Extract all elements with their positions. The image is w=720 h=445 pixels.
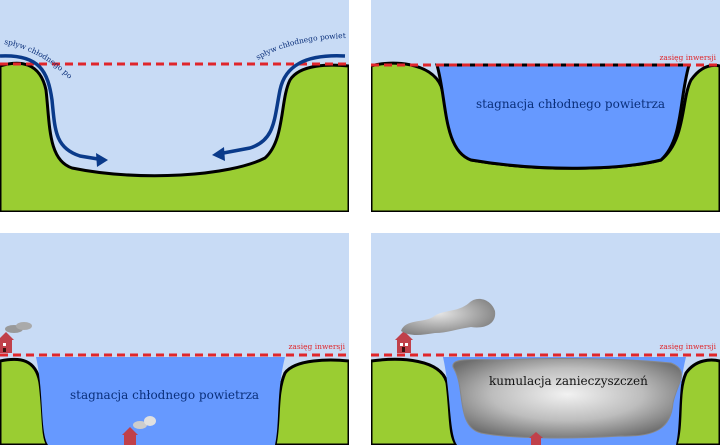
panel-stagnation-houses-figure: zasięg inwersji stagnacja chłodnego powi… [0, 233, 349, 445]
cold-air-pool [36, 357, 285, 445]
panel-cold-air-inflow-figure: spływ chłodnego powietrza spływ chłodneg… [0, 0, 349, 212]
valley-terrain [0, 61, 349, 212]
panel-pollution-accumulation-figure: zasięg inwersji kumulacja zanieczyszczeń [371, 233, 720, 445]
valley-house-icon [529, 432, 543, 445]
valley-house-icon [122, 427, 138, 445]
house-icon [395, 331, 413, 353]
valley-terrain [371, 357, 720, 445]
pollution-label: kumulacja zanieczyszczeń [489, 374, 648, 388]
inversion-label: zasięg inwersji [659, 342, 716, 351]
cold-air-pool [435, 63, 691, 170]
inversion-label: zasięg inwersji [288, 342, 345, 351]
stagnation-label: stagnacja chłodnego powietrza [476, 97, 665, 111]
panel-cold-air-stagnation: zasięg inwersji stagnacja chłodnego powi… [371, 0, 720, 212]
panel-cold-air-inflow: spływ chłodnego powietrza spływ chłodneg… [0, 0, 349, 212]
stagnation-label: stagnacja chłodnego powietrza [70, 388, 259, 402]
smoke-icon [5, 322, 32, 333]
smoke-plume-icon [401, 298, 496, 335]
arrowhead-right-icon [212, 147, 225, 161]
cold-air-flow-left [0, 54, 105, 162]
pollution-cloud [452, 358, 682, 439]
arrowhead-left-icon [96, 153, 108, 167]
valley-smoke-icon [133, 416, 156, 429]
panel-cold-air-stagnation-figure: zasięg inwersji stagnacja chłodnego powi… [371, 0, 720, 212]
cold-air-flow-right [217, 54, 346, 156]
panel-pollution-accumulation: zasięg inwersji kumulacja zanieczyszczeń [371, 233, 720, 445]
house-icon [0, 332, 14, 353]
panel-stagnation-houses: zasięg inwersji stagnacja chłodnego powi… [0, 233, 349, 445]
inversion-label: zasięg inwersji [659, 53, 716, 62]
valley-air [46, 64, 285, 167]
